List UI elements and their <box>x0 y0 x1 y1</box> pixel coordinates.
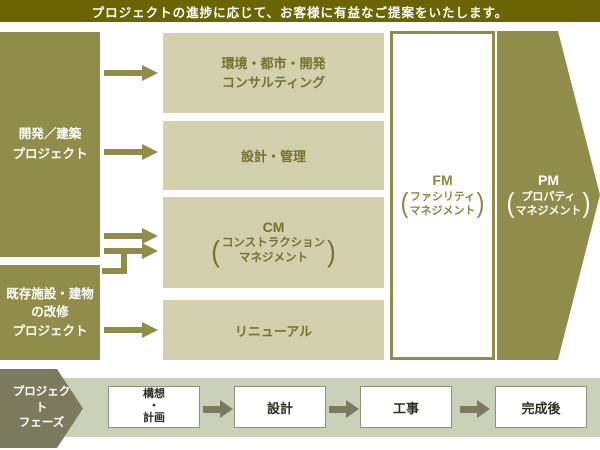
phase-box-concept-plan: 構想 ・ 計画 <box>108 386 200 428</box>
service-box-renewal: リニューアル <box>163 300 384 360</box>
source-development-line1: 開発／建築 <box>18 127 82 142</box>
fm-paren-group: ( ファシリティ マネジメント ) <box>400 190 486 219</box>
source-renovation-line2: の改修 <box>31 305 69 320</box>
arrow-right-icon <box>104 228 158 244</box>
pm-content: PM ( プロパティ マネジメント ) <box>497 172 600 218</box>
phase-box-completion: 完成後 <box>495 386 587 428</box>
service-box-consulting: 環境・都市・開発 コンサルティング <box>163 33 384 113</box>
source-box-development: 開発／建築 プロジェクト <box>0 32 100 257</box>
service-design-label: 設計・管理 <box>240 149 306 164</box>
paren-close: ) <box>476 188 485 220</box>
service-consulting-line1: 環境・都市・開発 <box>221 55 326 71</box>
fm-paren-lines: ファシリティ マネジメント <box>409 191 476 218</box>
paren-open: ( <box>211 234 220 269</box>
pm-title: PM <box>538 172 559 189</box>
phase-design-label: 設計 <box>266 400 293 416</box>
service-renewal-label: リニューアル <box>234 323 313 339</box>
phase-concept-plan-label: 構想 ・ 計画 <box>143 388 165 424</box>
service-box-design: 設計・管理 <box>163 121 384 190</box>
arrow-right-icon <box>460 400 490 418</box>
pm-paren-group: ( プロパティ マネジメント ) <box>506 190 592 219</box>
service-cm-paren-group: ( コンストラクション マネジメント ) <box>209 236 338 266</box>
fm-title: FM <box>432 172 453 189</box>
arrow-right-icon <box>104 65 158 81</box>
banner-text: プロジェクトの進捗に応じて、お客様に有益なご提案をいたします。 <box>91 5 509 20</box>
pm-arrow-shape: PM ( プロパティ マネジメント ) <box>497 31 600 360</box>
source-renovation-line3: プロジェクト <box>12 323 88 338</box>
paren-close: ) <box>582 188 591 220</box>
pm-paren-lines: プロパティ マネジメント <box>515 191 582 218</box>
arrow-right-icon <box>329 400 359 418</box>
phase-box-design: 設計 <box>234 386 326 428</box>
service-box-cm: CM ( コンストラクション マネジメント ) <box>163 197 384 288</box>
connector-elbow-vertical <box>121 251 127 274</box>
arrow-right-icon <box>104 243 158 259</box>
phase-box-construction: 工事 <box>360 386 452 428</box>
phase-label: プロジェクト フェーズ <box>12 386 71 430</box>
service-cm-title: CM <box>262 218 285 235</box>
connector-elbow-horizontal <box>102 268 127 274</box>
arrow-right-icon <box>203 400 233 418</box>
source-box-renovation: 既存施設・建物 の改修 プロジェクト <box>0 265 100 360</box>
service-cm-paren-lines: コンストラクション マネジメント <box>221 237 326 265</box>
source-renovation-line1: 既存施設・建物 <box>6 287 94 302</box>
service-consulting-line2: コンサルティング <box>221 75 326 90</box>
paren-close: ) <box>327 234 336 269</box>
arrow-right-icon <box>104 322 158 338</box>
fm-box: FM ( ファシリティ マネジメント ) <box>390 31 495 360</box>
banner: プロジェクトの進捗に応じて、お客様に有益なご提案をいたします。 <box>0 0 600 22</box>
phase-completion-label: 完成後 <box>521 400 561 416</box>
paren-open: ( <box>506 188 515 220</box>
phase-construction-label: 工事 <box>392 400 419 416</box>
arrow-right-icon <box>104 144 158 160</box>
paren-open: ( <box>400 188 409 220</box>
source-development-line2: プロジェクト <box>12 146 88 161</box>
